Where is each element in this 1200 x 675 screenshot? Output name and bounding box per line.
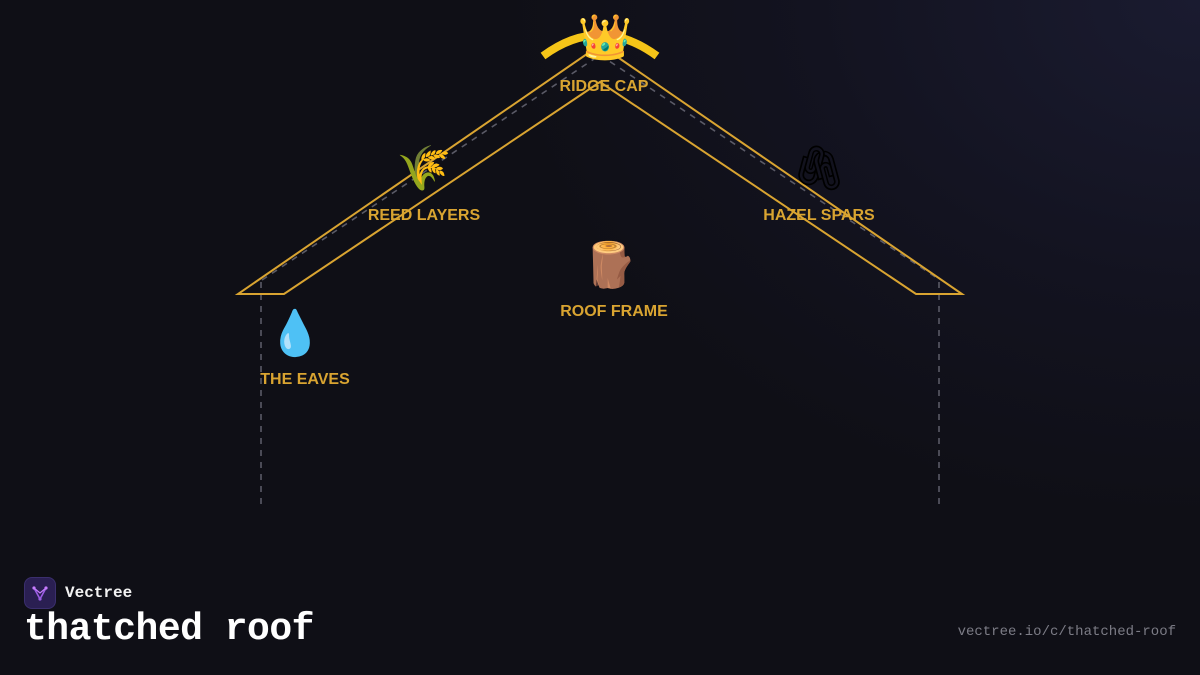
brand: Vectree	[24, 577, 132, 609]
droplet-icon: 💧	[268, 308, 323, 359]
ridge-cap-arc	[540, 31, 660, 60]
node-roof-frame: 🪵 ROOF FRAME	[560, 240, 668, 320]
roof-frame-label: ROOF FRAME	[560, 303, 668, 320]
node-reed-layers: 🌾 REED LAYERS	[368, 143, 481, 224]
left-guide-diagonal	[261, 54, 601, 281]
page-url[interactable]: vectree.io/c/thatched-roof	[957, 624, 1176, 640]
guide-lines	[260, 54, 941, 510]
page-title: thatched roof	[24, 608, 314, 651]
roof-outline	[234, 43, 966, 295]
reed-layers-label: REED LAYERS	[368, 207, 481, 224]
vectree-logo-icon	[24, 577, 56, 609]
crown-icon: 👑	[578, 12, 633, 63]
paperclip-icon: 🖇	[791, 143, 847, 194]
ridge-cap-label: RIDGE CAP	[560, 78, 649, 95]
node-hazel-spars: 🖇 HAZEL SPARS	[763, 143, 875, 224]
right-guide-diagonal	[599, 54, 941, 281]
the-eaves-label: THE EAVES	[260, 371, 350, 388]
brand-name: Vectree	[65, 584, 133, 602]
hazel-spars-label: HAZEL SPARS	[763, 207, 875, 224]
log-icon: 🪵	[583, 240, 638, 291]
node-the-eaves: 💧 THE EAVES	[260, 308, 350, 388]
node-ridge-cap: 👑 RIDGE CAP	[560, 12, 649, 95]
sheaf-of-reeds-icon: 🌾	[397, 143, 452, 194]
